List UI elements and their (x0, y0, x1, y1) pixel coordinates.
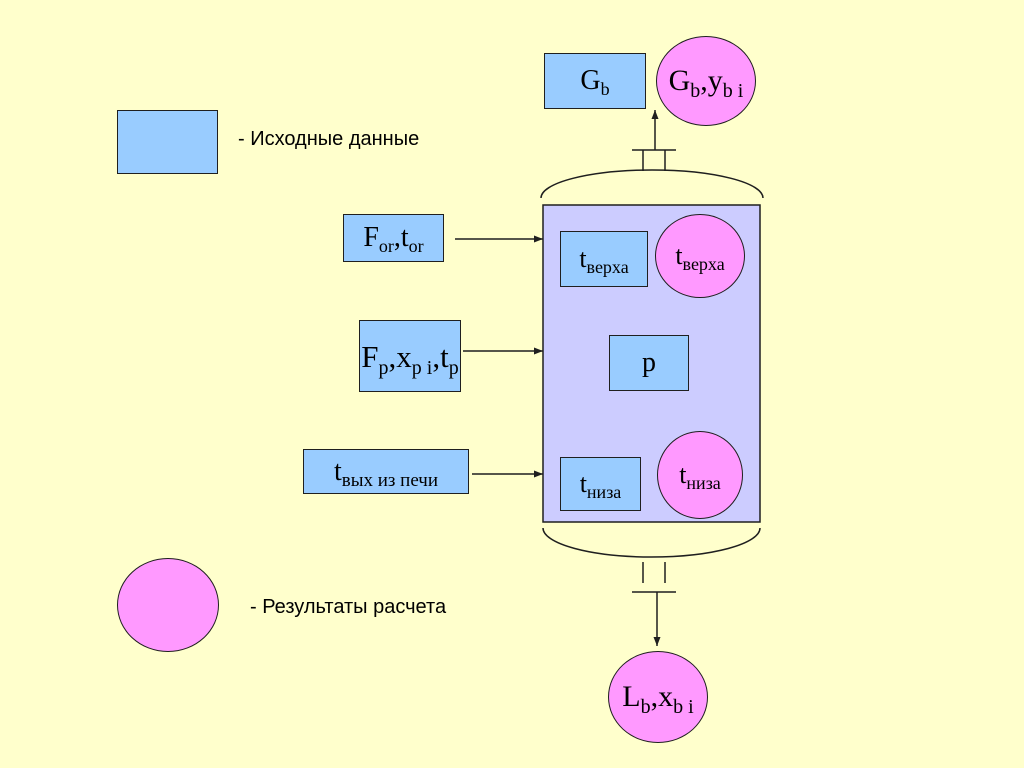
label-subscript: or (378, 236, 394, 256)
top-temperature-box: t верха (560, 231, 648, 287)
legend-input-swatch (117, 110, 218, 174)
label-subscript: b (690, 80, 701, 102)
label-subscript: низа (586, 482, 622, 502)
top-temperature-result-label: t верха (675, 241, 724, 274)
top-product-flow-label: G b (580, 65, 610, 99)
bottom-product-result-label: L b ,x b i (622, 680, 693, 718)
label-subscript: вых из печи (341, 469, 439, 491)
label-subscript: низа (686, 473, 721, 493)
legend-result-label: - Результаты расчета (250, 596, 447, 618)
furnace-return-box: t вых из печи (303, 449, 469, 494)
label-main: L (622, 680, 641, 713)
label-main: t (579, 469, 587, 498)
label-main: ,t (432, 338, 449, 374)
bottom-temperature-result-circle: t низа (657, 431, 743, 519)
top-product-result-label: G b ,y b i (668, 64, 744, 102)
label-subscript: верха (682, 254, 725, 274)
bottom-temperature-result-label: t низа (679, 460, 721, 493)
label-subscript: верха (586, 257, 629, 277)
main-feed-label: F p ,x p i ,t p (361, 338, 458, 378)
label-main: ,x (650, 680, 674, 713)
legend-result-swatch (117, 558, 219, 652)
label-main: t (579, 244, 587, 273)
label-main: ,y (700, 64, 723, 97)
label-subscript: b (640, 696, 651, 718)
label-main: t (333, 455, 342, 487)
label-main: t (679, 460, 687, 489)
label-subscript: b i (722, 80, 744, 102)
top-temperature-result-circle: t верха (655, 214, 745, 298)
label-main: ,x (388, 338, 412, 374)
column-bottom-dome (542, 527, 761, 558)
legend-input-label: - Исходные данные (238, 128, 420, 150)
furnace-return-label: t вых из печи (333, 455, 438, 490)
pressure-box: p (609, 335, 689, 391)
bottom-product-result-circle: L b ,x b i (608, 651, 708, 743)
reflux-feed-label: F or ,t or (363, 222, 424, 256)
label-main: G (668, 64, 691, 97)
label-subscript: or (408, 236, 424, 256)
top-product-result-circle: G b ,y b i (656, 36, 756, 126)
label-subscript: p (378, 356, 389, 379)
label-main: p (642, 347, 656, 378)
label-main: F (363, 222, 379, 253)
bottom-temperature-box: t низа (560, 457, 641, 511)
reflux-feed-box: F or ,t or (343, 214, 444, 262)
label-main: t (675, 241, 683, 270)
top-temperature-label: t верха (579, 244, 628, 277)
label-subscript: p (448, 356, 459, 379)
label-main: ,t (393, 222, 409, 253)
bottom-temperature-label: t низа (579, 469, 622, 502)
top-product-flow-box: G b (544, 53, 646, 109)
label-subscript: b (600, 79, 610, 99)
label-main: G (580, 65, 601, 96)
label-subscript: b i (673, 696, 694, 718)
pressure-label: p (642, 349, 656, 377)
main-feed-box: F p ,x p i ,t p (359, 320, 461, 392)
label-subscript: p i (411, 356, 433, 379)
column-top-dome (540, 169, 764, 199)
label-main: F (361, 338, 379, 374)
